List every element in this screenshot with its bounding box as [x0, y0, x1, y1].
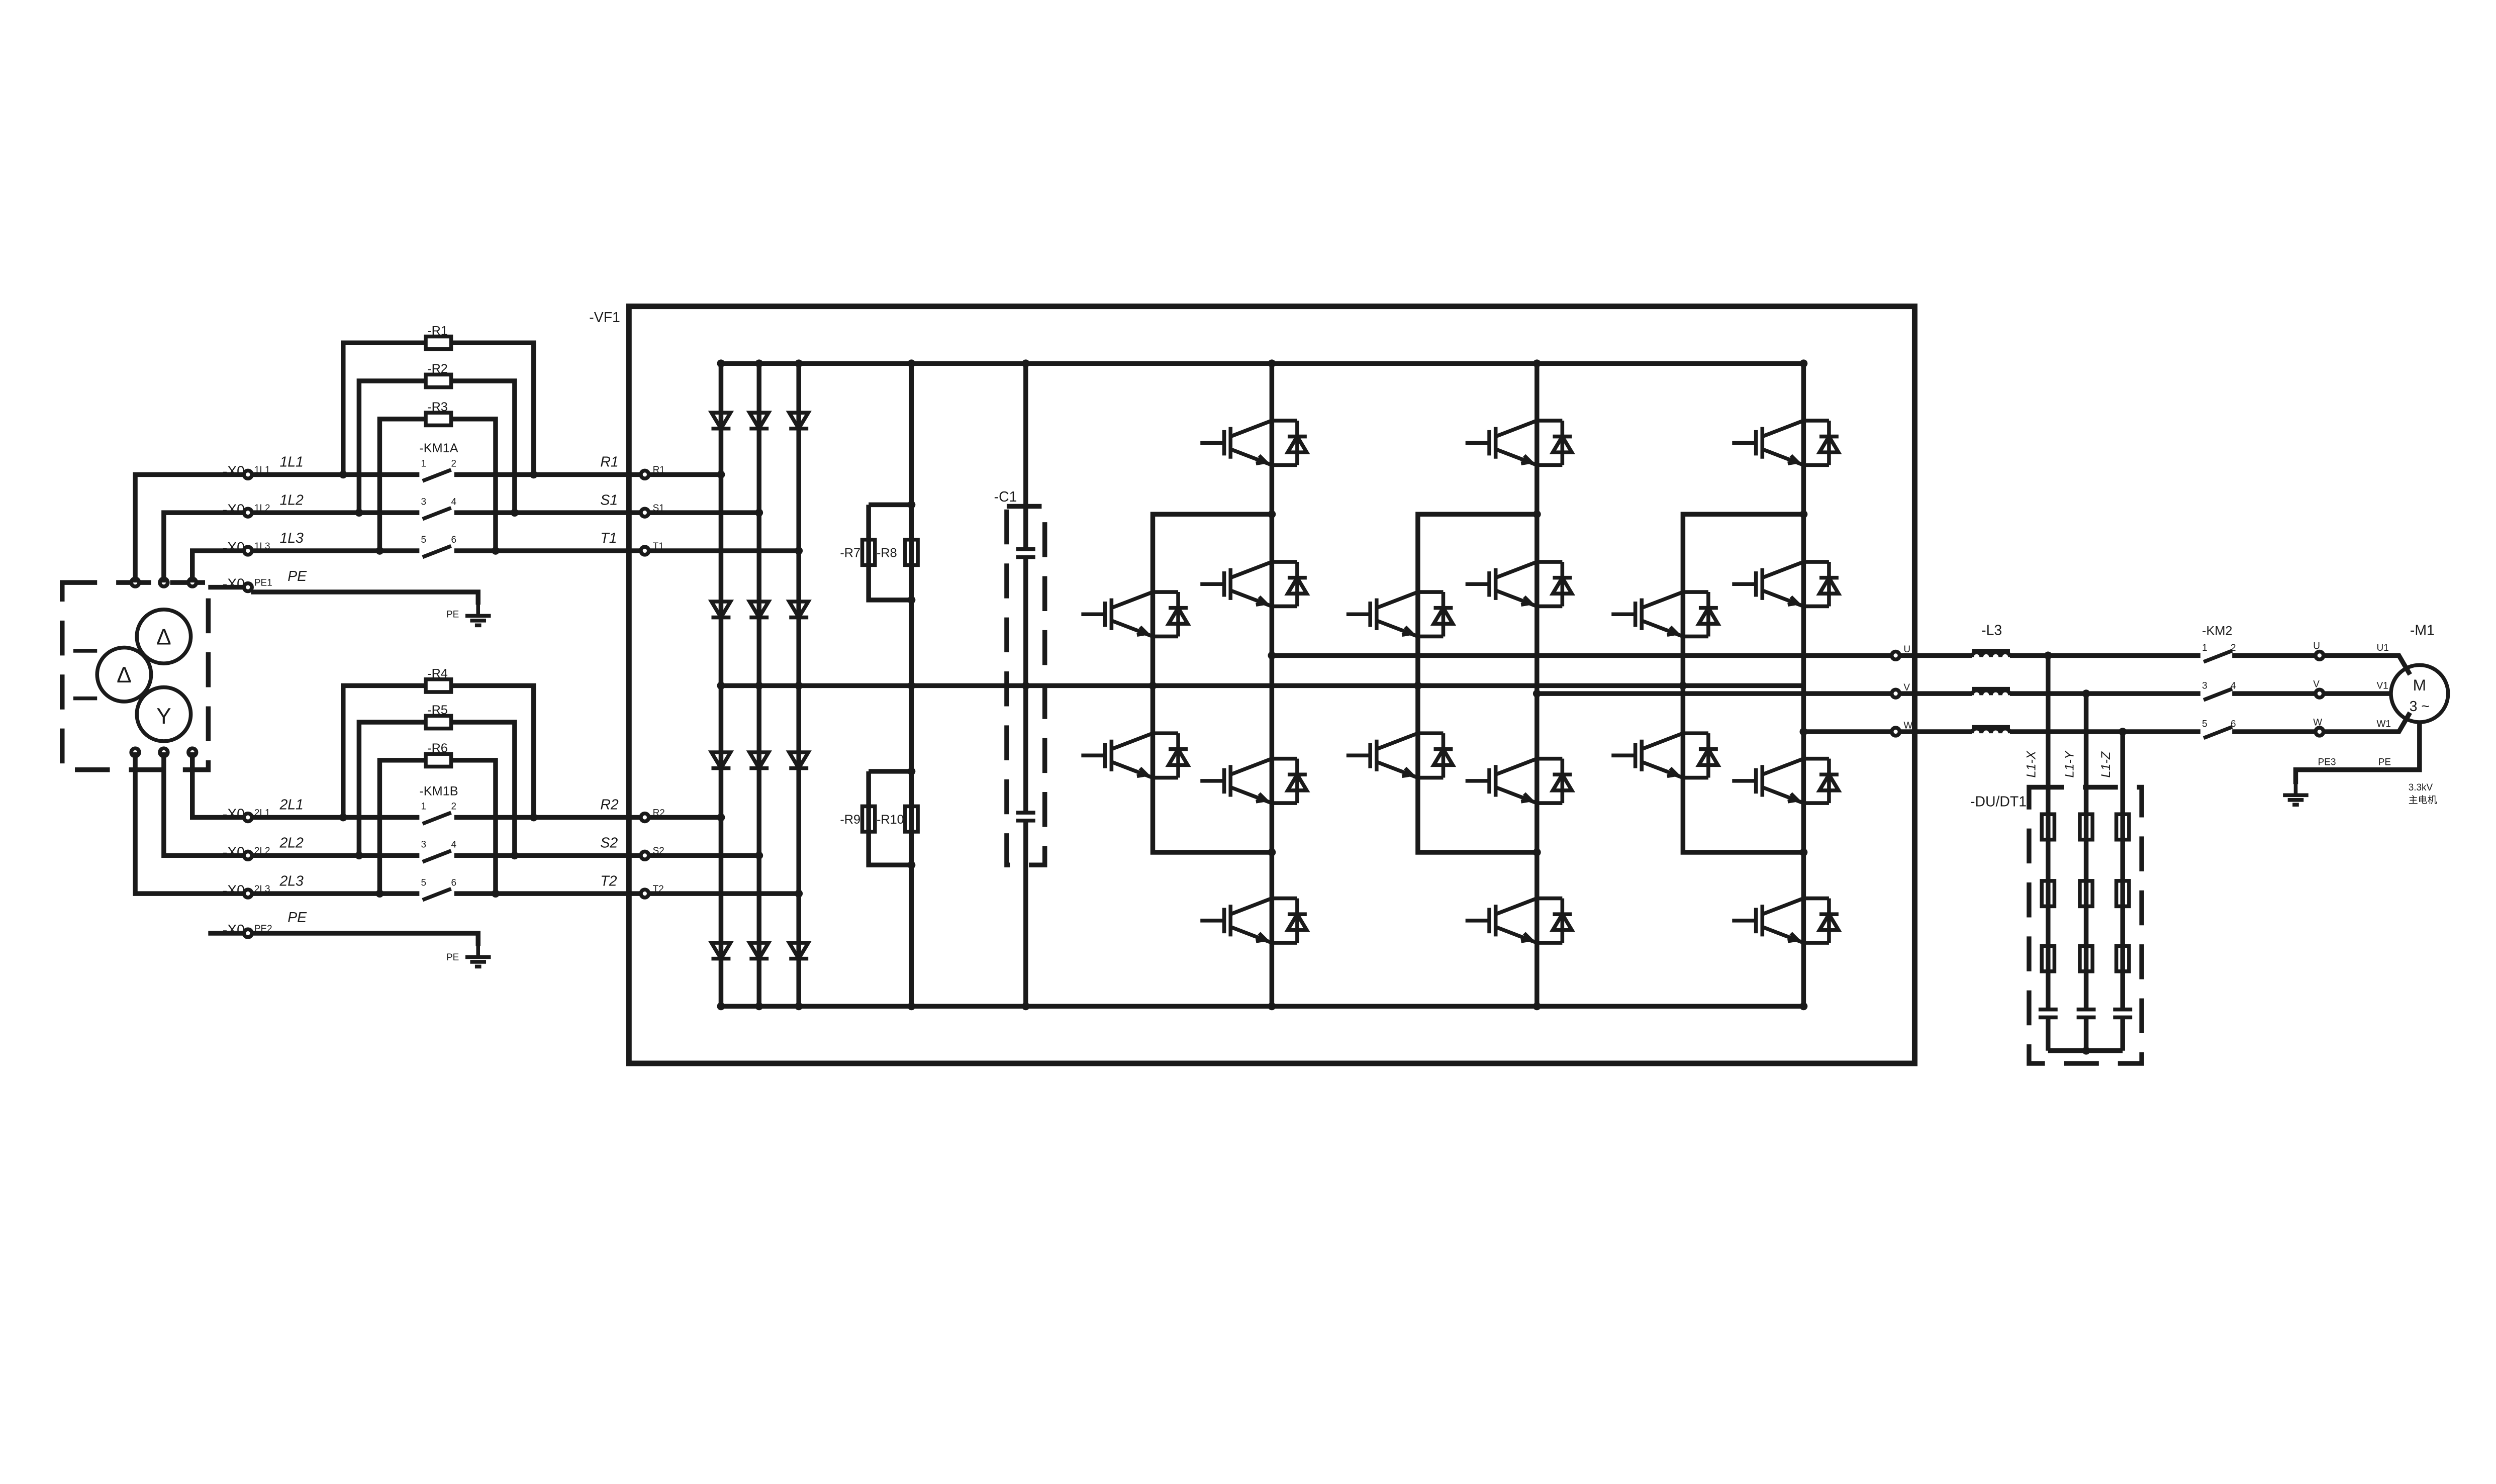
net-1l1: 1L1 — [279, 454, 303, 470]
motor-u1: U1 — [2377, 643, 2389, 653]
dest-t2: T2 — [600, 873, 617, 889]
out-w: W — [1903, 721, 1912, 731]
motor-name: 主电机 — [2409, 795, 2437, 806]
r8-label: -R8 — [877, 546, 897, 560]
motor-w1: W1 — [2377, 719, 2391, 729]
upper-x0-4: -X0 — [223, 576, 245, 592]
km1b-pin6: 6 — [451, 877, 457, 888]
km2-pin6: 6 — [2231, 719, 2236, 729]
km1a-pin3: 3 — [421, 497, 427, 507]
km1b-pin2: 2 — [451, 802, 457, 812]
motor-ref: -M1 — [2410, 622, 2435, 638]
leg-z: L1-Z — [2099, 751, 2113, 777]
transformer-wires — [133, 472, 248, 936]
km2-pin2: 2 — [2231, 643, 2236, 653]
inverter-label: -VF1 — [589, 310, 620, 326]
pin-pe1: PE1 — [254, 577, 272, 588]
motor-pe-terminal: PE3 — [2318, 757, 2336, 767]
motor-rating: 3.3kV — [2409, 782, 2433, 793]
km2-pin3: 3 — [2202, 681, 2207, 691]
motor-pe-net: PE — [2378, 757, 2391, 767]
l3-label: -L3 — [1981, 622, 2002, 638]
out-v: V — [1903, 682, 1910, 693]
km1a-pin6: 6 — [451, 535, 457, 545]
out-u: U — [1903, 644, 1910, 655]
km1a-label: -KM1A — [419, 441, 458, 455]
transformer-sec2-symbol: Y — [156, 704, 171, 729]
net-2l3: 2L3 — [279, 873, 304, 889]
lower-x0-4: -X0 — [223, 922, 245, 938]
km2-pin5: 5 — [2202, 719, 2207, 729]
r3-label: -R3 — [427, 400, 448, 414]
r2-label: -R2 — [427, 362, 448, 376]
transformer-sec1-symbol: Δ — [156, 625, 171, 649]
output-section: U V W -L3 — [1272, 622, 2200, 738]
km1a-pin4: 4 — [451, 497, 457, 507]
transformer-primary-symbol: Δ — [117, 663, 132, 687]
pe-lower: PE — [446, 952, 459, 963]
net-pe-lower: PE — [287, 910, 307, 926]
dest-r1: R1 — [600, 454, 618, 470]
r9-label: -R9 — [840, 813, 860, 827]
km1b-pin5: 5 — [421, 877, 427, 888]
r7-label: -R7 — [840, 546, 860, 560]
rectifier — [648, 359, 1804, 1011]
lower-x0-2: -X0 — [223, 844, 245, 860]
net-1l3: 1L3 — [279, 530, 304, 546]
upper-x0-1: -X0 — [223, 463, 245, 479]
lower-x0-3: -X0 — [223, 882, 245, 899]
r5-label: -R5 — [427, 703, 448, 717]
net-pe-upper: PE — [287, 568, 307, 584]
motor-phases: 3 ~ — [2410, 699, 2430, 715]
upper-x0-3: -X0 — [223, 540, 245, 556]
r6-label: -R6 — [427, 741, 448, 755]
km1a-pin1: 1 — [421, 459, 427, 469]
lower-x0-1: -X0 — [223, 807, 245, 823]
km1b-label: -KM1B — [419, 784, 458, 798]
km1b-pin1: 1 — [421, 802, 427, 812]
filter-label: -DU/DT1 — [1970, 794, 2027, 810]
km1b-pin3: 3 — [421, 840, 427, 850]
km1b-pin4: 4 — [451, 840, 457, 850]
dest-r2: R2 — [600, 797, 619, 813]
motor-u-pin: U — [2313, 641, 2320, 652]
r10-label: -R10 — [877, 813, 904, 827]
motor-symbol: M — [2413, 676, 2426, 694]
r1-label: -R1 — [427, 324, 448, 338]
transformer: Δ Δ Y — [60, 576, 211, 772]
leg-x: L1-X — [2025, 750, 2039, 777]
dc-link: -R7 -R8 -R9 -R10 -C1 — [840, 359, 1047, 1011]
motor-w-pin: W — [2313, 717, 2322, 728]
dudt-filter: -DU/DT1 L1-X L1-Y L1-Z — [1970, 655, 2144, 1066]
motor-v1: V1 — [2377, 681, 2388, 691]
upper-supply: -X0 -X0 -X0 -X0 1L1 1L2 1L3 PE1 1L1 1L2 … — [223, 324, 665, 625]
motor-v-pin: V — [2313, 679, 2320, 690]
inverter-legs — [1081, 359, 1839, 1011]
km1a-pin2: 2 — [451, 459, 457, 469]
pe-upper: PE — [446, 610, 459, 620]
km2-pin4: 4 — [2231, 681, 2236, 691]
km2-label: -KM2 — [2202, 624, 2232, 638]
net-2l1: 2L1 — [279, 797, 303, 813]
dest-s1: S1 — [600, 492, 618, 508]
net-2l2: 2L2 — [279, 835, 304, 851]
inverter-frame — [626, 304, 1918, 1066]
km1a-pin5: 5 — [421, 535, 427, 545]
km2-pin1: 1 — [2202, 643, 2207, 653]
motor-section: -KM2 1 2 3 4 5 6 U V W U1 V1 W1 M 3 ~ -M… — [2202, 622, 2450, 806]
dest-s2: S2 — [600, 835, 618, 851]
leg-y: L1-Y — [2062, 750, 2076, 777]
c1-label: -C1 — [994, 489, 1017, 505]
lower-supply: -X0 -X0 -X0 -X0 2L1 2L2 2L3 PE2 2L1 2L2 … — [223, 667, 665, 967]
r4-label: -R4 — [427, 667, 448, 681]
upper-x0-2: -X0 — [223, 502, 245, 518]
net-1l2: 1L2 — [279, 492, 304, 508]
dest-t1: T1 — [600, 530, 617, 546]
